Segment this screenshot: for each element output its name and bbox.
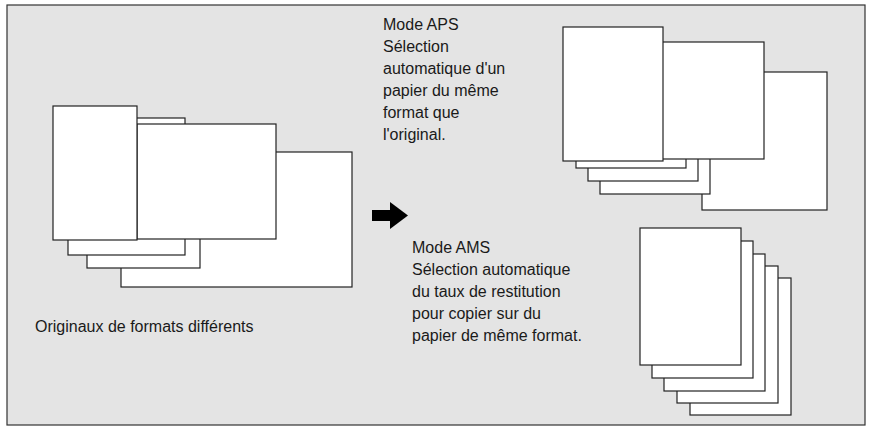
mode-heading: Mode AMS: [412, 237, 587, 259]
aps-stack: [563, 27, 827, 210]
flow-arrow: [372, 202, 408, 229]
original-stack: [53, 106, 352, 287]
mode-description: Sélection automatique d'un papier du mêm…: [383, 36, 511, 146]
mode-heading: Mode APS: [383, 14, 543, 36]
panel: [7, 5, 865, 425]
caption-text: Originaux de formats différents: [35, 316, 335, 338]
mode-description: Sélection automatique du taux de restitu…: [412, 259, 587, 347]
ams-stack: [640, 228, 791, 415]
